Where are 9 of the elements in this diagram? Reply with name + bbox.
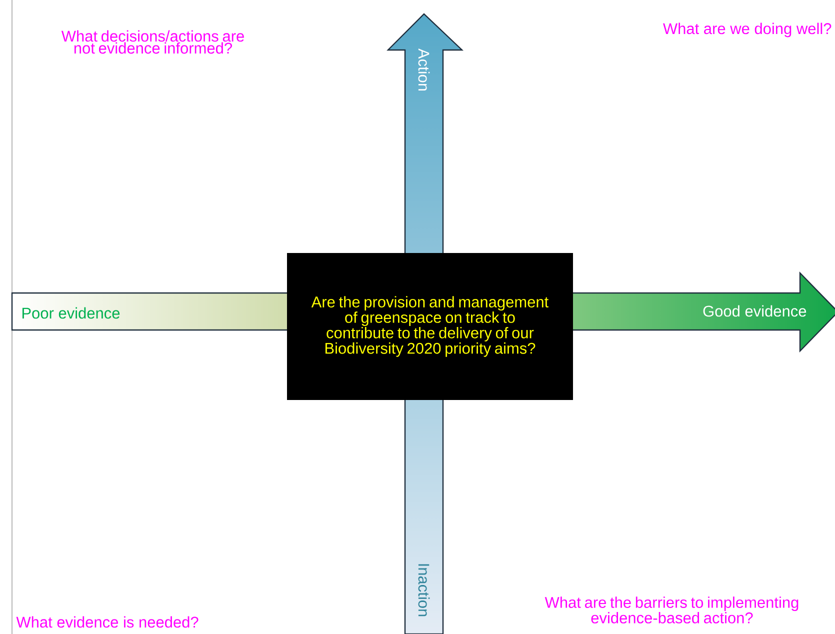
axis-label: Good evidence bbox=[703, 305, 806, 317]
quadrant-question: What decisions/actions are not evidence informed? bbox=[61, 30, 244, 54]
quadrant-question: What evidence is needed? bbox=[16, 616, 198, 628]
axis-label: Action bbox=[418, 48, 430, 91]
quadrant-question: What are the barriers to implementing evidence-based action? bbox=[544, 596, 798, 624]
axis-label: Poor evidence bbox=[22, 307, 120, 319]
axis-label: Inaction bbox=[418, 564, 430, 616]
question-box: Are the provision and management of greenspace on track to contribute to the delivery of our Biodiversity 2020 priority aims? bbox=[287, 252, 573, 400]
quadrant-question: What are we doing well? bbox=[663, 22, 832, 38]
